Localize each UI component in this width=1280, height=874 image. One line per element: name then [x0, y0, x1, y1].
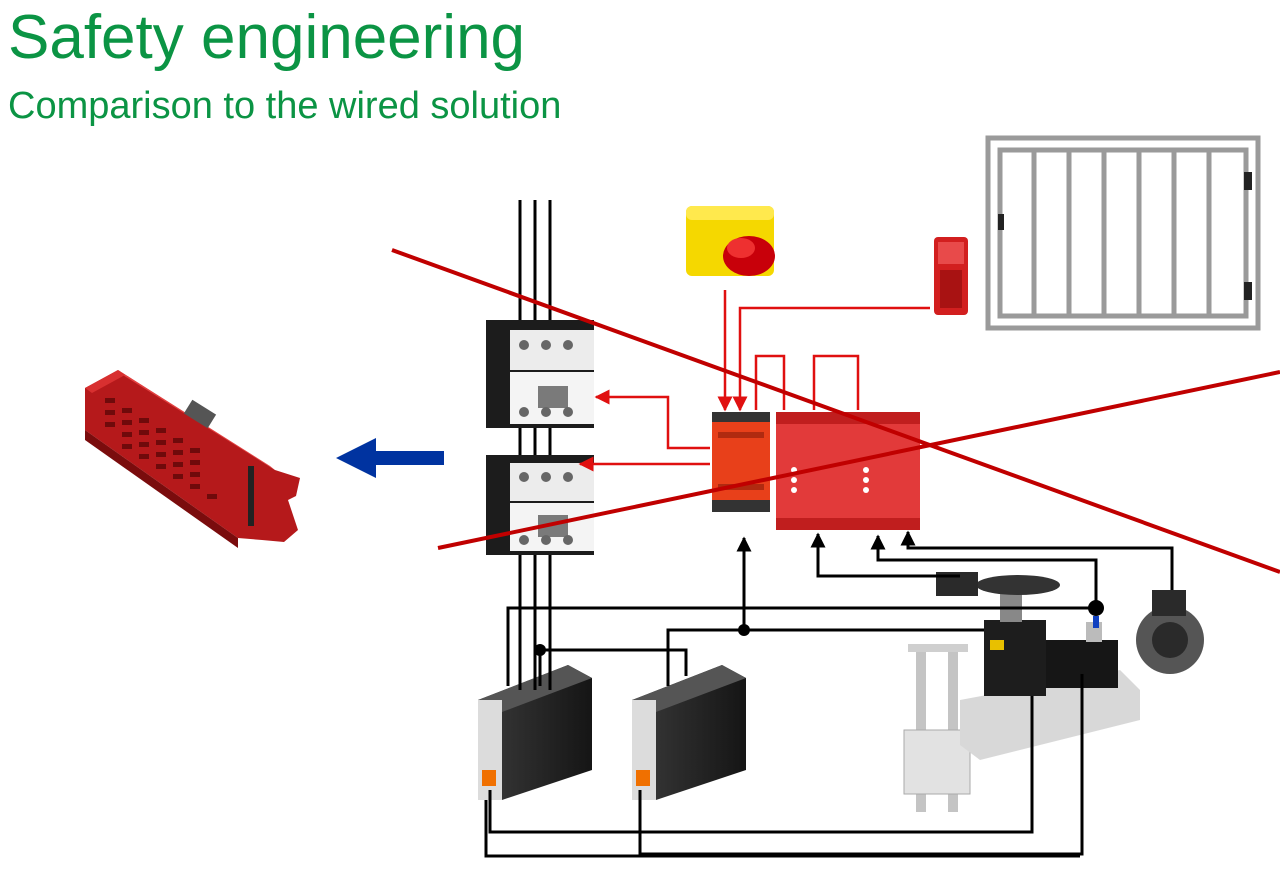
servo-motor-axis — [903, 572, 1204, 812]
wiring-junctions — [534, 600, 1104, 656]
contactor-lower — [486, 455, 594, 555]
servo-drive-2 — [632, 665, 746, 800]
protective-guard-door — [985, 135, 1261, 331]
feedback-wiring — [484, 530, 1174, 858]
contactor-interconnect — [518, 428, 552, 455]
door-safety-switch — [934, 237, 968, 315]
safety-controller-module — [85, 370, 300, 548]
power-supply-lines — [518, 200, 552, 325]
slide-title: Safety engineering — [8, 3, 526, 72]
replacement-arrow-icon — [336, 438, 444, 478]
sensor-lead — [1093, 616, 1099, 628]
contactor-upper — [486, 320, 594, 428]
emergency-stop-button — [686, 206, 775, 276]
safety-relay-module-1 — [712, 412, 770, 512]
cross-out-lines — [391, 248, 1280, 574]
slide-subtitle: Comparison to the wired solution — [8, 85, 562, 127]
